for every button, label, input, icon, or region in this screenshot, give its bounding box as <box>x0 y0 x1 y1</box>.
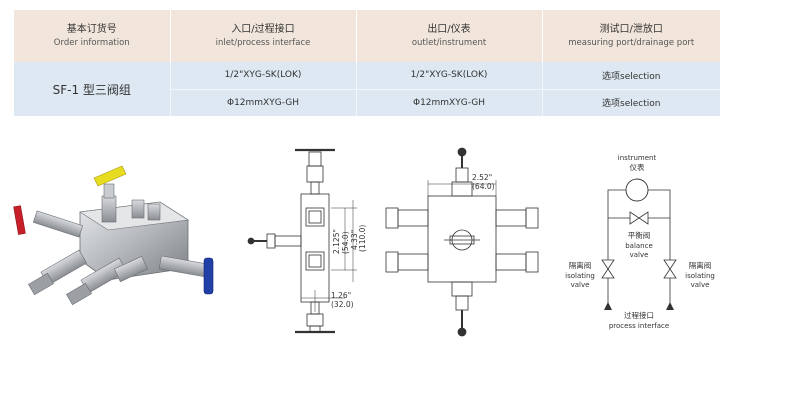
header-en: Order information <box>53 37 130 48</box>
header-inlet: 入口/过程接口 inlet/process interface <box>170 10 357 62</box>
header-cn: 入口/过程接口 <box>231 23 295 35</box>
dim-offset-in: 1.26" <box>331 291 351 300</box>
header-en: measuring port/drainage port <box>568 37 695 48</box>
balance-label-cn: 平衡阀 <box>628 230 651 240</box>
product-photo <box>10 160 235 320</box>
dim-height-mm: (54.0) <box>341 231 350 254</box>
process-label-cn: 过程接口 <box>624 310 654 320</box>
balance-label-en: balance <box>625 242 653 250</box>
dim-total-mm: (110.0) <box>358 225 367 252</box>
isolating-valve-right-icon <box>663 259 677 279</box>
table-row: Φ12mmXYG-GH Φ12mmXYG-GH 选项selection <box>14 88 720 116</box>
dim-front-mm: (64.0) <box>472 182 495 191</box>
dim-offset-mm: (32.0) <box>331 300 354 309</box>
process-port-left-icon <box>604 302 612 310</box>
side-view-drawing: 2.125" (54.0) 4.33" (110.0) 1.26" (32.0) <box>245 142 375 347</box>
header-cn: 出口/仪表 <box>427 23 471 35</box>
red-handle-icon <box>13 205 26 235</box>
front-fittings <box>28 249 148 306</box>
header-en: inlet/process interface <box>215 37 311 48</box>
yellow-handle-icon <box>93 165 127 187</box>
dim-front-in: 2.52" <box>472 173 492 182</box>
header-en: outlet/instrument <box>411 37 487 48</box>
port-cell: 选项selection <box>542 88 720 116</box>
valve-schematic: instrument 仪表 平衡阀 balance valve 隔 <box>560 150 730 340</box>
process-port-right-icon <box>666 302 674 310</box>
isolating-left-label-en: isolating <box>565 272 595 280</box>
isolating-left-label-cn: 隔离阀 <box>569 260 592 270</box>
header-cn: 基本订货号 <box>66 23 117 35</box>
instrument-label-cn: 仪表 <box>630 162 645 172</box>
inlet-cell: 1/2"XYG-SK(LOK) <box>170 62 357 89</box>
side-body <box>300 193 330 303</box>
process-label-en: process interface <box>609 322 669 330</box>
front-body <box>427 195 497 283</box>
balance-valve-icon <box>629 211 649 225</box>
front-view-drawing: 2.52" (64.0) <box>378 142 558 347</box>
balance-label-en: valve <box>630 251 649 259</box>
header-order-info: 基本订货号 Order information <box>14 10 171 62</box>
table-header-row: 基本订货号 Order information 入口/过程接口 inlet/pr… <box>14 10 720 62</box>
header-cn: 测试口/泄放口 <box>599 23 663 35</box>
blue-handle-icon <box>203 257 214 295</box>
outlet-cell: Φ12mmXYG-GH <box>356 88 543 116</box>
isolating-left-label-en: valve <box>571 281 590 289</box>
table-row: SF-1 型三阀组 1/2"XYG-SK(LOK) 1/2"XYG-SK(LOK… <box>14 62 720 116</box>
instrument-icon <box>625 178 649 202</box>
model-cell: SF-1 型三阀组 <box>14 62 171 116</box>
header-measuring-port: 测试口/泄放口 measuring port/drainage port <box>542 10 720 62</box>
dim-height-in: 2.125" <box>332 229 341 254</box>
inlet-cell: Φ12mmXYG-GH <box>170 88 357 116</box>
isolating-right-label-en: isolating <box>685 272 715 280</box>
instrument-label-en: instrument <box>618 154 657 162</box>
isolating-valve-left-icon <box>601 259 615 279</box>
dim-total-in: 4.33" <box>350 230 359 250</box>
port-cell: 选项selection <box>542 62 720 89</box>
header-outlet: 出口/仪表 outlet/instrument <box>356 10 543 62</box>
isolating-right-label-cn: 隔离阀 <box>689 260 712 270</box>
outlet-cell: 1/2"XYG-SK(LOK) <box>356 62 543 89</box>
isolating-right-label-en: valve <box>691 281 710 289</box>
spec-table: 基本订货号 Order information 入口/过程接口 inlet/pr… <box>14 10 720 116</box>
